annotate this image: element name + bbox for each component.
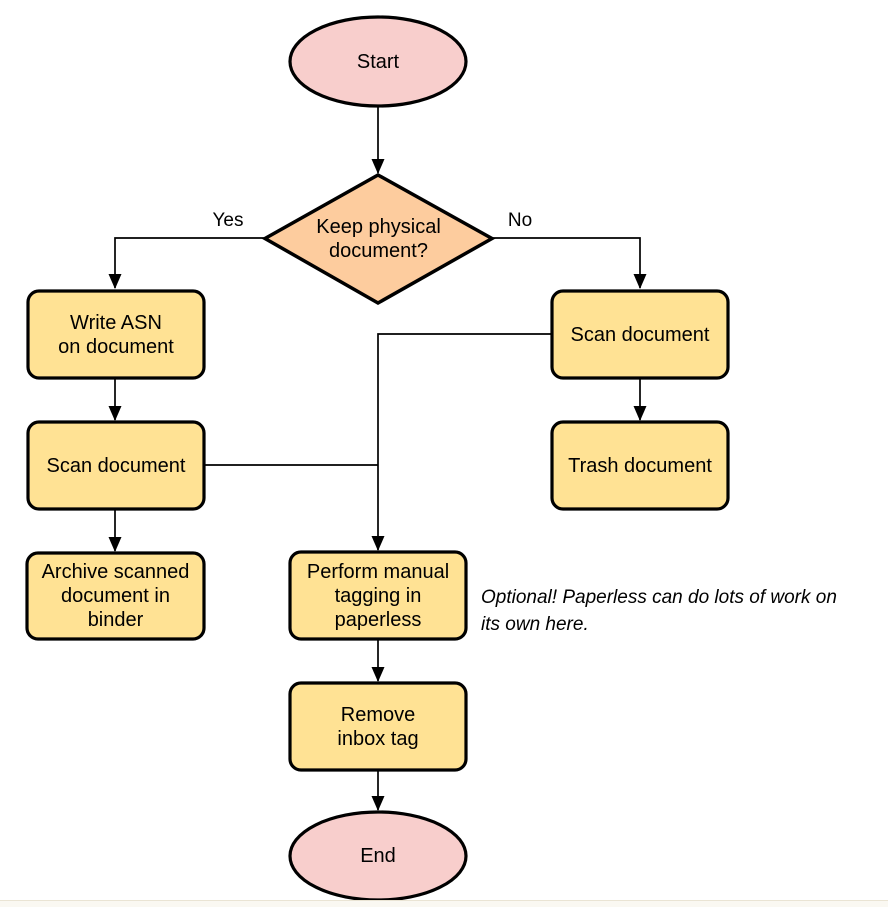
node-end-shape <box>288 810 468 902</box>
node-scan-left-shape <box>26 420 206 511</box>
node-trash-shape <box>550 420 730 511</box>
node-start-shape <box>288 15 468 108</box>
node-archive-shape <box>25 551 206 641</box>
node-write-asn-shape <box>26 289 206 380</box>
node-scan-right-shape <box>550 289 730 380</box>
page-bottom-border <box>0 900 888 907</box>
node-decision-shape <box>261 172 496 306</box>
edge-decision-no-to-scan <box>492 237 647 289</box>
edge-label-yes: Yes <box>212 210 244 231</box>
edge-scan-right-to-tagging <box>371 333 552 551</box>
node-remove-inbox-shape <box>288 681 468 772</box>
edge-label-no: No <box>507 210 533 231</box>
annotation-text: Optional! Paperless can do lots of work … <box>481 587 837 635</box>
edge-decision-yes-to-write-asn <box>108 237 265 289</box>
node-tagging-shape <box>288 550 468 641</box>
connectors <box>108 106 647 811</box>
nodes <box>25 15 730 902</box>
